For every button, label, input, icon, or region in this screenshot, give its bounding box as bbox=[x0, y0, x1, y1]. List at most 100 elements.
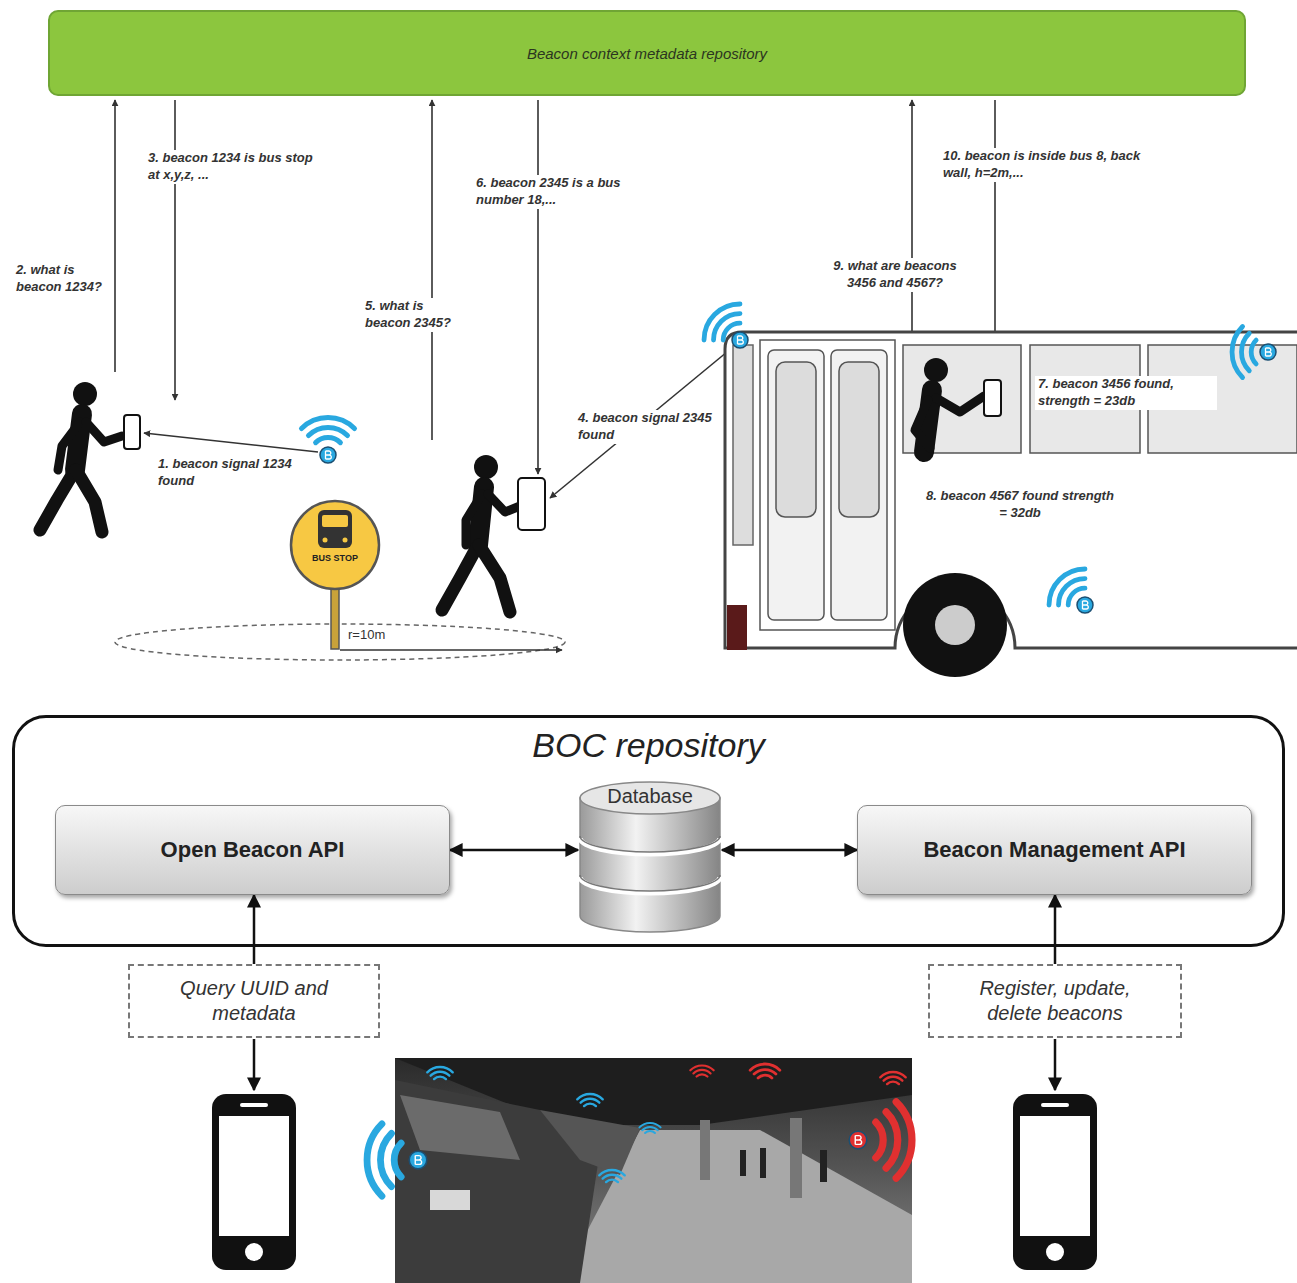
walking-person bbox=[86, 422, 122, 442]
walking-person bbox=[58, 422, 80, 470]
bus-stop-sign bbox=[318, 510, 352, 548]
message-arrows bbox=[174, 100, 176, 400]
walking-person bbox=[466, 494, 482, 545]
bus-stop-sign bbox=[323, 538, 328, 543]
bus bbox=[776, 362, 816, 517]
api-box: Beacon Management API bbox=[857, 805, 1252, 895]
database-body bbox=[580, 798, 720, 932]
bus-stop-sign bbox=[343, 538, 348, 543]
passenger bbox=[936, 396, 984, 412]
beacon-icon bbox=[690, 1064, 912, 1178]
bus bbox=[935, 605, 975, 645]
dashed-note-box: Register, update, delete beacons bbox=[928, 964, 1182, 1038]
node-text: BOC repository bbox=[15, 726, 1282, 765]
beacon-icon bbox=[750, 1064, 780, 1078]
beacon-icon bbox=[690, 1066, 713, 1077]
beacon-icon bbox=[639, 1123, 660, 1133]
walking-person bbox=[518, 478, 545, 530]
connector-arrow bbox=[253, 895, 256, 964]
step-label: 6. beacon 2345 is a bus number 18,... bbox=[473, 175, 645, 209]
beacon-icon bbox=[320, 447, 336, 463]
beacon-icon bbox=[409, 1151, 427, 1169]
smartphone bbox=[245, 1243, 263, 1261]
step-label: 1. beacon signal 1234 found bbox=[158, 456, 293, 490]
node-text: Query UUID and metadata bbox=[160, 976, 348, 1026]
walking-person bbox=[442, 545, 478, 610]
bus bbox=[725, 332, 1297, 648]
database-band bbox=[580, 838, 720, 893]
bus-stop-sign bbox=[340, 649, 562, 651]
step-label: 3. beacon 1234 is bus stop at x,y,z, ... bbox=[145, 150, 317, 184]
beacon-icon bbox=[302, 418, 355, 463]
subway-photo bbox=[395, 1080, 600, 1283]
subway-photo bbox=[540, 1110, 640, 1175]
beacon-icon bbox=[732, 332, 748, 348]
subway-photo bbox=[760, 1148, 766, 1178]
passenger bbox=[924, 358, 948, 382]
connector-arrow bbox=[450, 849, 578, 852]
database-band bbox=[580, 836, 720, 891]
message-arrows bbox=[550, 347, 733, 498]
beacon-icon bbox=[1042, 562, 1095, 615]
walking-person bbox=[73, 382, 97, 406]
message-arrows bbox=[911, 100, 913, 352]
bus bbox=[903, 573, 1007, 677]
bus bbox=[831, 350, 887, 620]
subway-photo bbox=[395, 1058, 912, 1283]
beacon-icon bbox=[577, 1094, 602, 1106]
beacon-icon bbox=[697, 297, 750, 350]
bus-stop-sign bbox=[115, 624, 565, 660]
dimension-label: r=10m bbox=[345, 627, 397, 643]
connector-arrow bbox=[1054, 895, 1057, 964]
step-label: 5. what is beacon 2345? bbox=[362, 298, 462, 332]
api-box: Open Beacon API bbox=[55, 805, 450, 895]
subway-photo bbox=[700, 1120, 710, 1180]
walking-person bbox=[40, 382, 140, 532]
subway-photo bbox=[400, 1095, 520, 1160]
beacon-icon bbox=[697, 297, 1276, 615]
bus bbox=[903, 345, 1021, 453]
phone-arrows bbox=[253, 1039, 256, 1090]
smartphone bbox=[212, 1094, 296, 1270]
subway-photo bbox=[395, 1058, 912, 1283]
bus bbox=[839, 362, 879, 517]
node-text: Beacon Management API bbox=[923, 837, 1185, 863]
beacon-icon bbox=[1077, 597, 1093, 613]
passenger bbox=[915, 358, 1001, 452]
bus-stop-sign bbox=[115, 501, 565, 660]
beacon-icon bbox=[367, 1067, 661, 1196]
subway-photo bbox=[790, 1118, 802, 1198]
beacon-icon bbox=[880, 1072, 905, 1084]
walking-person bbox=[442, 455, 545, 612]
bus bbox=[768, 350, 824, 620]
node-text: Open Beacon API bbox=[161, 837, 345, 863]
beacon-icon bbox=[367, 1124, 401, 1196]
bus bbox=[733, 345, 753, 545]
message-arrows bbox=[537, 100, 539, 474]
sign-text: BUS STOP bbox=[305, 553, 365, 564]
beacon-icon bbox=[849, 1131, 867, 1149]
smartphone bbox=[1013, 1094, 1097, 1270]
step-label: 7. beacon 3456 found, strength = 23db bbox=[1035, 376, 1217, 410]
beacon-icon bbox=[876, 1102, 912, 1178]
beacon-icon bbox=[1232, 327, 1256, 378]
smartphone bbox=[1041, 1103, 1069, 1107]
message-arrows bbox=[144, 433, 318, 452]
beacon-icon bbox=[1260, 344, 1276, 360]
step-label: 4. beacon signal 2345 found bbox=[575, 410, 717, 444]
walking-person bbox=[474, 455, 498, 479]
node-text: Database bbox=[578, 785, 722, 808]
smartphone bbox=[219, 1116, 289, 1236]
step-label: 2. what is beacon 1234? bbox=[16, 262, 110, 296]
smartphone bbox=[1020, 1116, 1090, 1236]
smartphone bbox=[240, 1103, 268, 1107]
node-text: Register, update, delete beacons bbox=[960, 976, 1150, 1026]
passenger bbox=[915, 400, 930, 448]
node-text: Beacon context metadata repository bbox=[527, 45, 767, 62]
connector-arrow bbox=[722, 849, 857, 852]
bus-stop-sign bbox=[291, 501, 379, 589]
bus-stop-sign bbox=[322, 515, 348, 527]
message-arrows bbox=[115, 100, 1255, 498]
